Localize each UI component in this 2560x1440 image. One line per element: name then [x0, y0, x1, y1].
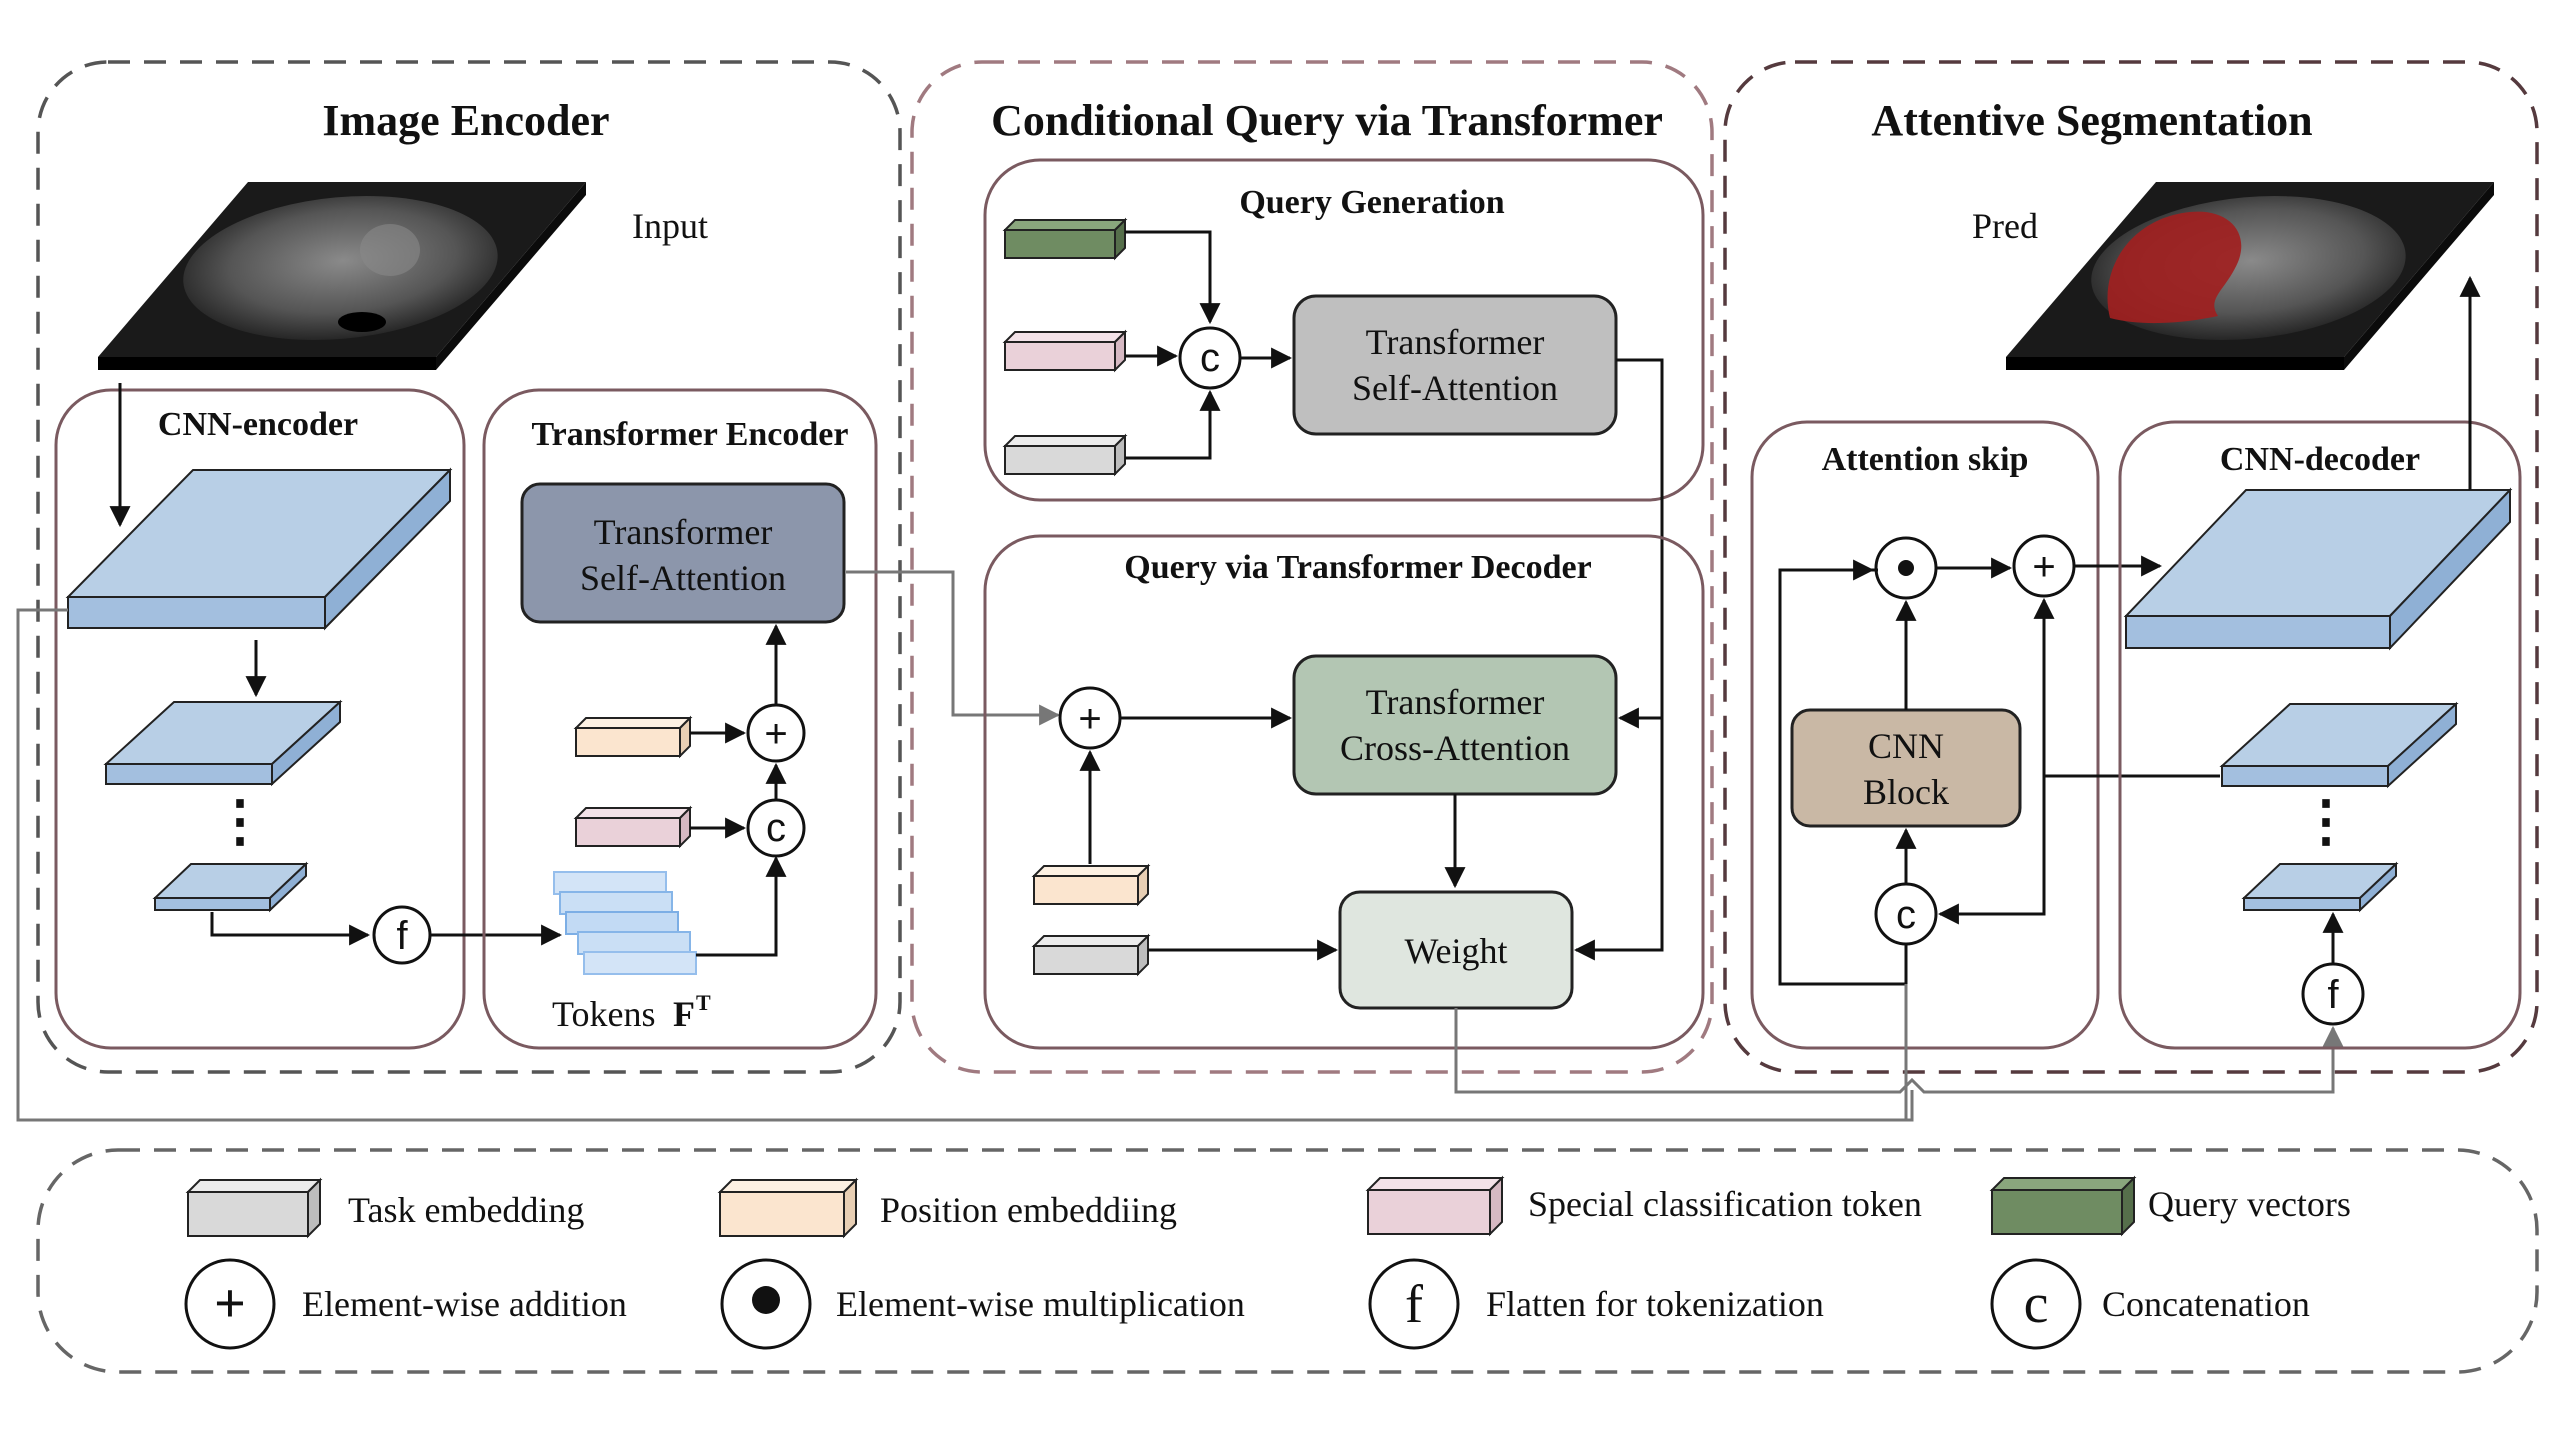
tokens-stack	[553, 871, 697, 975]
svg-text:Weight: Weight	[1404, 931, 1507, 971]
mult-op	[1874, 536, 1938, 600]
query-generation-title: Query Generation	[1239, 184, 1504, 221]
feature-map-medium	[103, 699, 343, 787]
svg-text:+: +	[2032, 545, 2055, 589]
decoder-feature-map-large	[2123, 487, 2513, 651]
legend-flatten: f Flatten for tokenization	[1368, 1258, 1824, 1350]
svg-text:Self-Attention: Self-Attention	[1352, 368, 1558, 408]
add-op-encoder: +	[746, 703, 806, 763]
qg-self-attention-block: Transformer Self-Attention	[1292, 294, 1618, 436]
svg-text:Cross-Attention: Cross-Attention	[1340, 728, 1570, 768]
svg-text:T: T	[696, 990, 711, 1015]
legend-task-embedding: Task embedding	[185, 1177, 584, 1239]
svg-text:c: c	[2024, 1273, 2049, 1335]
legend-addition: + Element-wise addition	[184, 1258, 627, 1350]
svg-text:Element-wise addition: Element-wise addition	[302, 1284, 627, 1324]
cnn-block: CNN Block	[1790, 708, 2022, 828]
svg-text:Position embeddiing: Position embeddiing	[880, 1190, 1177, 1230]
encoder-special-token	[573, 805, 693, 849]
svg-text:+: +	[764, 712, 787, 756]
encoder-position-embedding	[573, 715, 693, 759]
query-generation-box	[983, 158, 1705, 502]
svg-text:c: c	[1200, 336, 1220, 380]
svg-text:+: +	[214, 1273, 246, 1335]
qg-query-vector	[1002, 217, 1128, 261]
svg-text:Transformer: Transformer	[1366, 682, 1545, 722]
svg-text:F: F	[673, 994, 695, 1034]
svg-text:Concatenation: Concatenation	[2102, 1284, 2310, 1324]
svg-text:f: f	[2327, 973, 2339, 1017]
concat-op-encoder: c	[746, 798, 806, 858]
flatten-op-decoder: f	[2301, 962, 2365, 1026]
cnn-encoder-title: CNN-encoder	[158, 406, 358, 443]
cnn-encoder-box	[54, 388, 466, 1050]
legend-multiplication: Element-wise multiplication	[720, 1258, 1245, 1350]
transformer-encoder-box	[482, 388, 878, 1050]
concat-op-query-generation: c	[1178, 326, 1242, 390]
svg-text:Query vectors: Query vectors	[2148, 1184, 2351, 1224]
query-decoder-title: Query via Transformer Decoder	[1124, 549, 1591, 586]
decoder-task-embedding	[1031, 933, 1151, 977]
legend-special-token: Special classification token	[1365, 1175, 1922, 1237]
query-decoder-box	[983, 534, 1705, 1050]
cross-attention-block: Transformer Cross-Attention	[1292, 654, 1618, 796]
add-op-decoder: +	[1058, 686, 1122, 750]
svg-text:c: c	[766, 806, 786, 850]
svg-text:Special classification token: Special classification token	[1528, 1184, 1922, 1224]
decoder-ellipsis: ⋮	[2298, 791, 2354, 853]
feature-map-small	[152, 861, 309, 913]
svg-text:Transformer: Transformer	[594, 512, 773, 552]
input-ct-image	[98, 182, 586, 370]
svg-text:f: f	[396, 914, 408, 958]
qg-task-embedding	[1002, 433, 1128, 477]
pred-label: Pred	[1972, 206, 2038, 246]
decoder-feature-map-small	[2241, 861, 2399, 913]
svg-text:c: c	[1896, 893, 1916, 937]
attention-skip-title: Attention skip	[1822, 441, 2029, 478]
encoder-skip-connection	[16, 608, 1914, 1122]
legend-query-vectors: Query vectors	[1989, 1175, 2351, 1237]
image-encoder-section	[36, 60, 902, 1074]
encoder-ellipsis: ⋮	[212, 791, 268, 853]
input-label: Input	[632, 206, 708, 246]
legend-position-embedding: Position embeddiing	[717, 1177, 1177, 1239]
svg-text:+: +	[1078, 697, 1101, 741]
tokens-label: Tokens F T	[552, 990, 711, 1034]
feature-map-large	[65, 467, 453, 631]
attentive-segmentation-title: Attentive Segmentation	[1871, 96, 2312, 145]
prediction-ct-image	[2006, 182, 2494, 370]
transformer-encoder-title: Transformer Encoder	[532, 416, 849, 453]
decoder-feature-map-medium	[2219, 701, 2459, 789]
flatten-op-encoder: f	[372, 905, 432, 965]
svg-text:Block: Block	[1863, 772, 1949, 812]
svg-text:Self-Attention: Self-Attention	[580, 558, 786, 598]
svg-text:f: f	[1405, 1274, 1423, 1334]
weight-to-decoder-connection	[1454, 1008, 2344, 1094]
svg-text:Transformer: Transformer	[1366, 322, 1545, 362]
conditional-query-section	[910, 60, 1714, 1074]
concat-op-skip: c	[1874, 882, 1938, 946]
svg-text:Tokens: Tokens	[552, 994, 655, 1034]
svg-text:CNN: CNN	[1868, 726, 1944, 766]
conditional-query-title: Conditional Query via Transformer	[991, 96, 1663, 145]
svg-text:Element-wise multiplication: Element-wise multiplication	[836, 1284, 1245, 1324]
image-encoder-title: Image Encoder	[322, 96, 609, 145]
cnn-decoder-title: CNN-decoder	[2220, 441, 2420, 478]
weight-block: Weight	[1338, 890, 1574, 1010]
cnn-decoder-box	[2118, 420, 2522, 1050]
svg-text:Flatten for tokenization: Flatten for tokenization	[1486, 1284, 1824, 1324]
decoder-position-embedding	[1031, 863, 1151, 907]
attentive-segmentation-section	[1723, 60, 2539, 1074]
qg-special-token	[1002, 329, 1128, 373]
encoder-self-attention-block: Transformer Self-Attention	[520, 482, 846, 624]
add-op-skip: +	[2012, 534, 2076, 598]
attention-skip-box	[1750, 420, 2100, 1050]
legend-concatenation: c Concatenation	[1990, 1258, 2310, 1350]
svg-text:Task embedding: Task embedding	[348, 1190, 584, 1230]
legend-section	[36, 1148, 2539, 1374]
